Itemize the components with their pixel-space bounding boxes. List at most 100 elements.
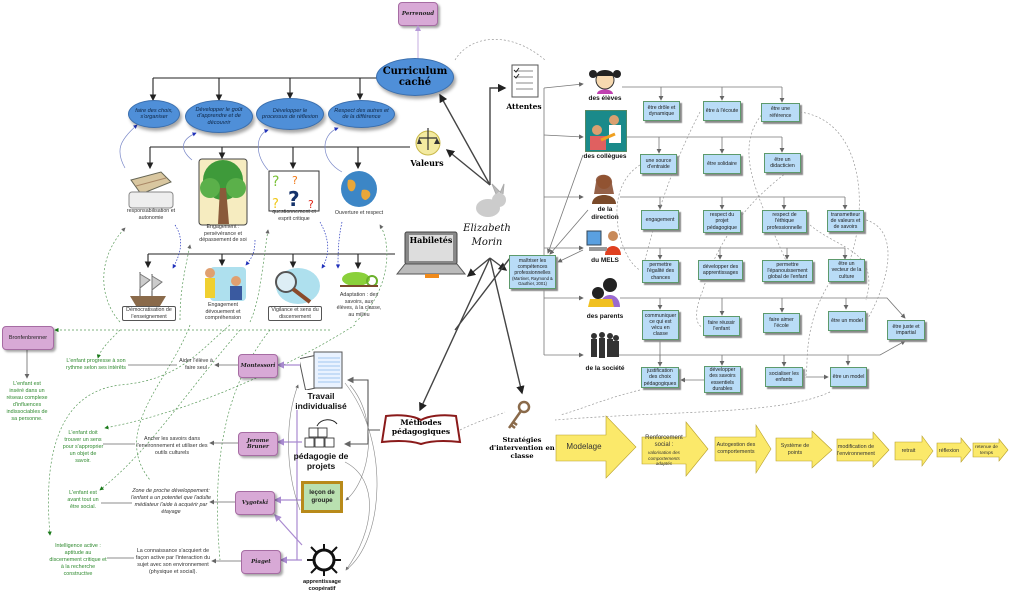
group-label-mels: du MELS (591, 257, 619, 264)
expectation-box[interactable]: être juste et impartial (887, 320, 925, 340)
svg-text:?: ? (288, 187, 300, 211)
computer-user-icon (586, 230, 621, 255)
valeur-questionnement: questionnement et esprit critique (272, 209, 316, 222)
svg-text:?: ? (272, 174, 279, 190)
competences-text: maîtriser les compétences professionnell… (514, 257, 551, 276)
expectation-box[interactable]: être drôle et dynamique (643, 101, 680, 121)
author-last-name: Morin (471, 237, 503, 248)
expectation-box[interactable]: faire aimer l'école (763, 313, 800, 333)
strategy-renforcement-detail: valorisation des comportements adaptés (648, 449, 680, 467)
expectation-box[interactable]: transmetteur de valeurs et de savoirs (827, 210, 864, 232)
perrenoud-link (415, 25, 421, 59)
group-label-direction: de la direction (591, 206, 619, 221)
teacher-students-icon (585, 110, 627, 152)
strategy-autogestion: Autogestion des comportements (716, 442, 756, 455)
theorist-principle: L'enfant doit trouver un sens pour s'app… (62, 430, 104, 465)
valeur-responsabilisation: responsabilisation et autonomie (126, 208, 176, 221)
theorist-idea: Aider l'élève à faire seul (179, 358, 213, 372)
papers-icon (300, 351, 343, 390)
arrow-shape (641, 421, 709, 477)
expectation-box[interactable]: communiquer ce qui est vécu en classe (642, 310, 679, 340)
people-helping-icon (205, 267, 246, 301)
arrow-shape (555, 415, 637, 479)
expectation-box[interactable]: respect de l'éthique professionnelle (762, 210, 807, 233)
theorist-montessori[interactable]: Montessori (238, 354, 278, 378)
expectation-box[interactable]: être une référence (761, 103, 800, 122)
valeur-ouverture: Ouverture et respect (334, 210, 384, 216)
theorist-principle: L'enfant est avant tout un être social. (67, 490, 99, 511)
map-scroll-icon (128, 171, 174, 209)
theorist-piaget[interactable]: Piaget (241, 550, 281, 574)
strategy-modelage: Modelage (566, 442, 602, 451)
competences-reference: (Martinet, Raymond & Gauthier, 2001) (512, 275, 553, 286)
svg-text:?: ? (272, 197, 279, 212)
expectation-box[interactable]: être un didacticien (764, 153, 801, 173)
strategy-arrows (555, 415, 1009, 479)
expectation-box[interactable]: être à l'écoute (703, 101, 741, 121)
expectation-box[interactable]: développer des savoirs essentiels durabl… (704, 366, 741, 393)
expectation-box[interactable]: être un vecteur de la culture (828, 259, 865, 282)
method-lecon-groupe[interactable]: leçon de groupe (301, 481, 343, 513)
theorist-vygotski[interactable]: Vygotski (235, 491, 275, 515)
student-girl-icon (589, 70, 621, 94)
expectation-box[interactable]: être solidaire (703, 154, 741, 174)
expectation-box[interactable]: permettre l'égalité des chances (642, 260, 679, 283)
arrow-shape (775, 430, 833, 469)
expectation-box[interactable]: une source d'entraide (640, 154, 677, 174)
curriculum-cloud-2[interactable]: Développer le goût d'apprendre et de déc… (185, 100, 253, 133)
checklist-icon (511, 64, 539, 98)
theorist-idea: Zone de proche développement: l'enfant a… (131, 488, 211, 516)
strategy-points: Système de points (780, 443, 810, 456)
blocks-icon (304, 419, 338, 448)
competences-box[interactable]: maîtriser les compétences professionnell… (509, 255, 556, 289)
theorist-idea: La connaissance s'acquiert de façon acti… (135, 548, 211, 576)
expectation-box[interactable]: permettre l'épanouissement global de l'e… (762, 260, 813, 282)
svg-text:?: ? (292, 174, 298, 187)
attentes-label: Attentes (506, 102, 542, 111)
expectation-box[interactable]: justification des choix pédagogiques (641, 367, 679, 388)
expectation-box[interactable]: socialiser les enfants (765, 367, 803, 387)
strategy-reflexion: réflexion (938, 447, 960, 454)
bronfenbrenner-box[interactable]: Bronfenbrenner (2, 326, 54, 350)
expectation-box[interactable]: développer des apprentissages (698, 260, 743, 280)
question-marks-icon: ????? (268, 170, 320, 212)
theorist-bruner[interactable]: Jerome Bruner (238, 432, 278, 456)
theorist-idea: Ancrer les savoirs dans l'environnement … (136, 436, 208, 457)
theorist-principle: Intelligence active : aptitude au discer… (49, 543, 107, 578)
expectation-box[interactable]: faire réussir l'enfant (703, 316, 740, 336)
crowd-icon (591, 332, 619, 358)
expectation-box[interactable]: respect du projet pédagogique (703, 210, 741, 233)
svg-text:?: ? (308, 198, 314, 211)
arrow-shape (714, 423, 772, 475)
method-pedagogie-projets[interactable]: pédagogie de projets (293, 451, 349, 472)
curriculum-cloud-4[interactable]: Respect des autres et de la différence (328, 100, 395, 128)
strategy-modification: modification de l'environnement (837, 444, 875, 457)
curriculum-cloud-3[interactable]: Développer le processus de réflexion (256, 98, 324, 130)
valeurs-label: Valeurs (410, 158, 444, 168)
perrenoud-box[interactable]: Perrenoud (398, 2, 438, 26)
rabbit-icon (476, 183, 506, 217)
method-travail-individualise[interactable]: Travail individualisé (295, 391, 347, 412)
group-label-societe: de la société (585, 365, 625, 372)
strategy-renforcement-title: Renforcement social : (645, 434, 683, 449)
principal-woman-icon (592, 174, 616, 204)
globe-icon (341, 171, 377, 207)
expectation-box[interactable]: être un model (828, 311, 866, 331)
arrow-shape (972, 438, 1009, 462)
key-icon (507, 400, 531, 429)
laptop-icon (395, 231, 467, 278)
method-apprentissage-cooperatif[interactable]: apprentissage coopératif (303, 579, 341, 592)
expectation-box[interactable]: être un model (830, 367, 867, 387)
expectation-box[interactable]: engagement (641, 210, 679, 230)
habilete-engagement: Engagement dévouement et compréhension (204, 302, 242, 322)
chameleon-icon (340, 272, 378, 287)
group-label-eleves: des élèves (588, 95, 622, 102)
scales-icon (415, 128, 441, 156)
curriculum-cloud-1[interactable]: faire des choix, s'organiser (128, 100, 180, 128)
arrow-shape (836, 431, 890, 468)
strategy-retenue: retenue de temps (975, 445, 998, 456)
habilete-vigilance: Vigilance et sens du discernement (268, 306, 322, 322)
curriculum-cache-cloud[interactable]: Curriculum caché (376, 58, 454, 96)
